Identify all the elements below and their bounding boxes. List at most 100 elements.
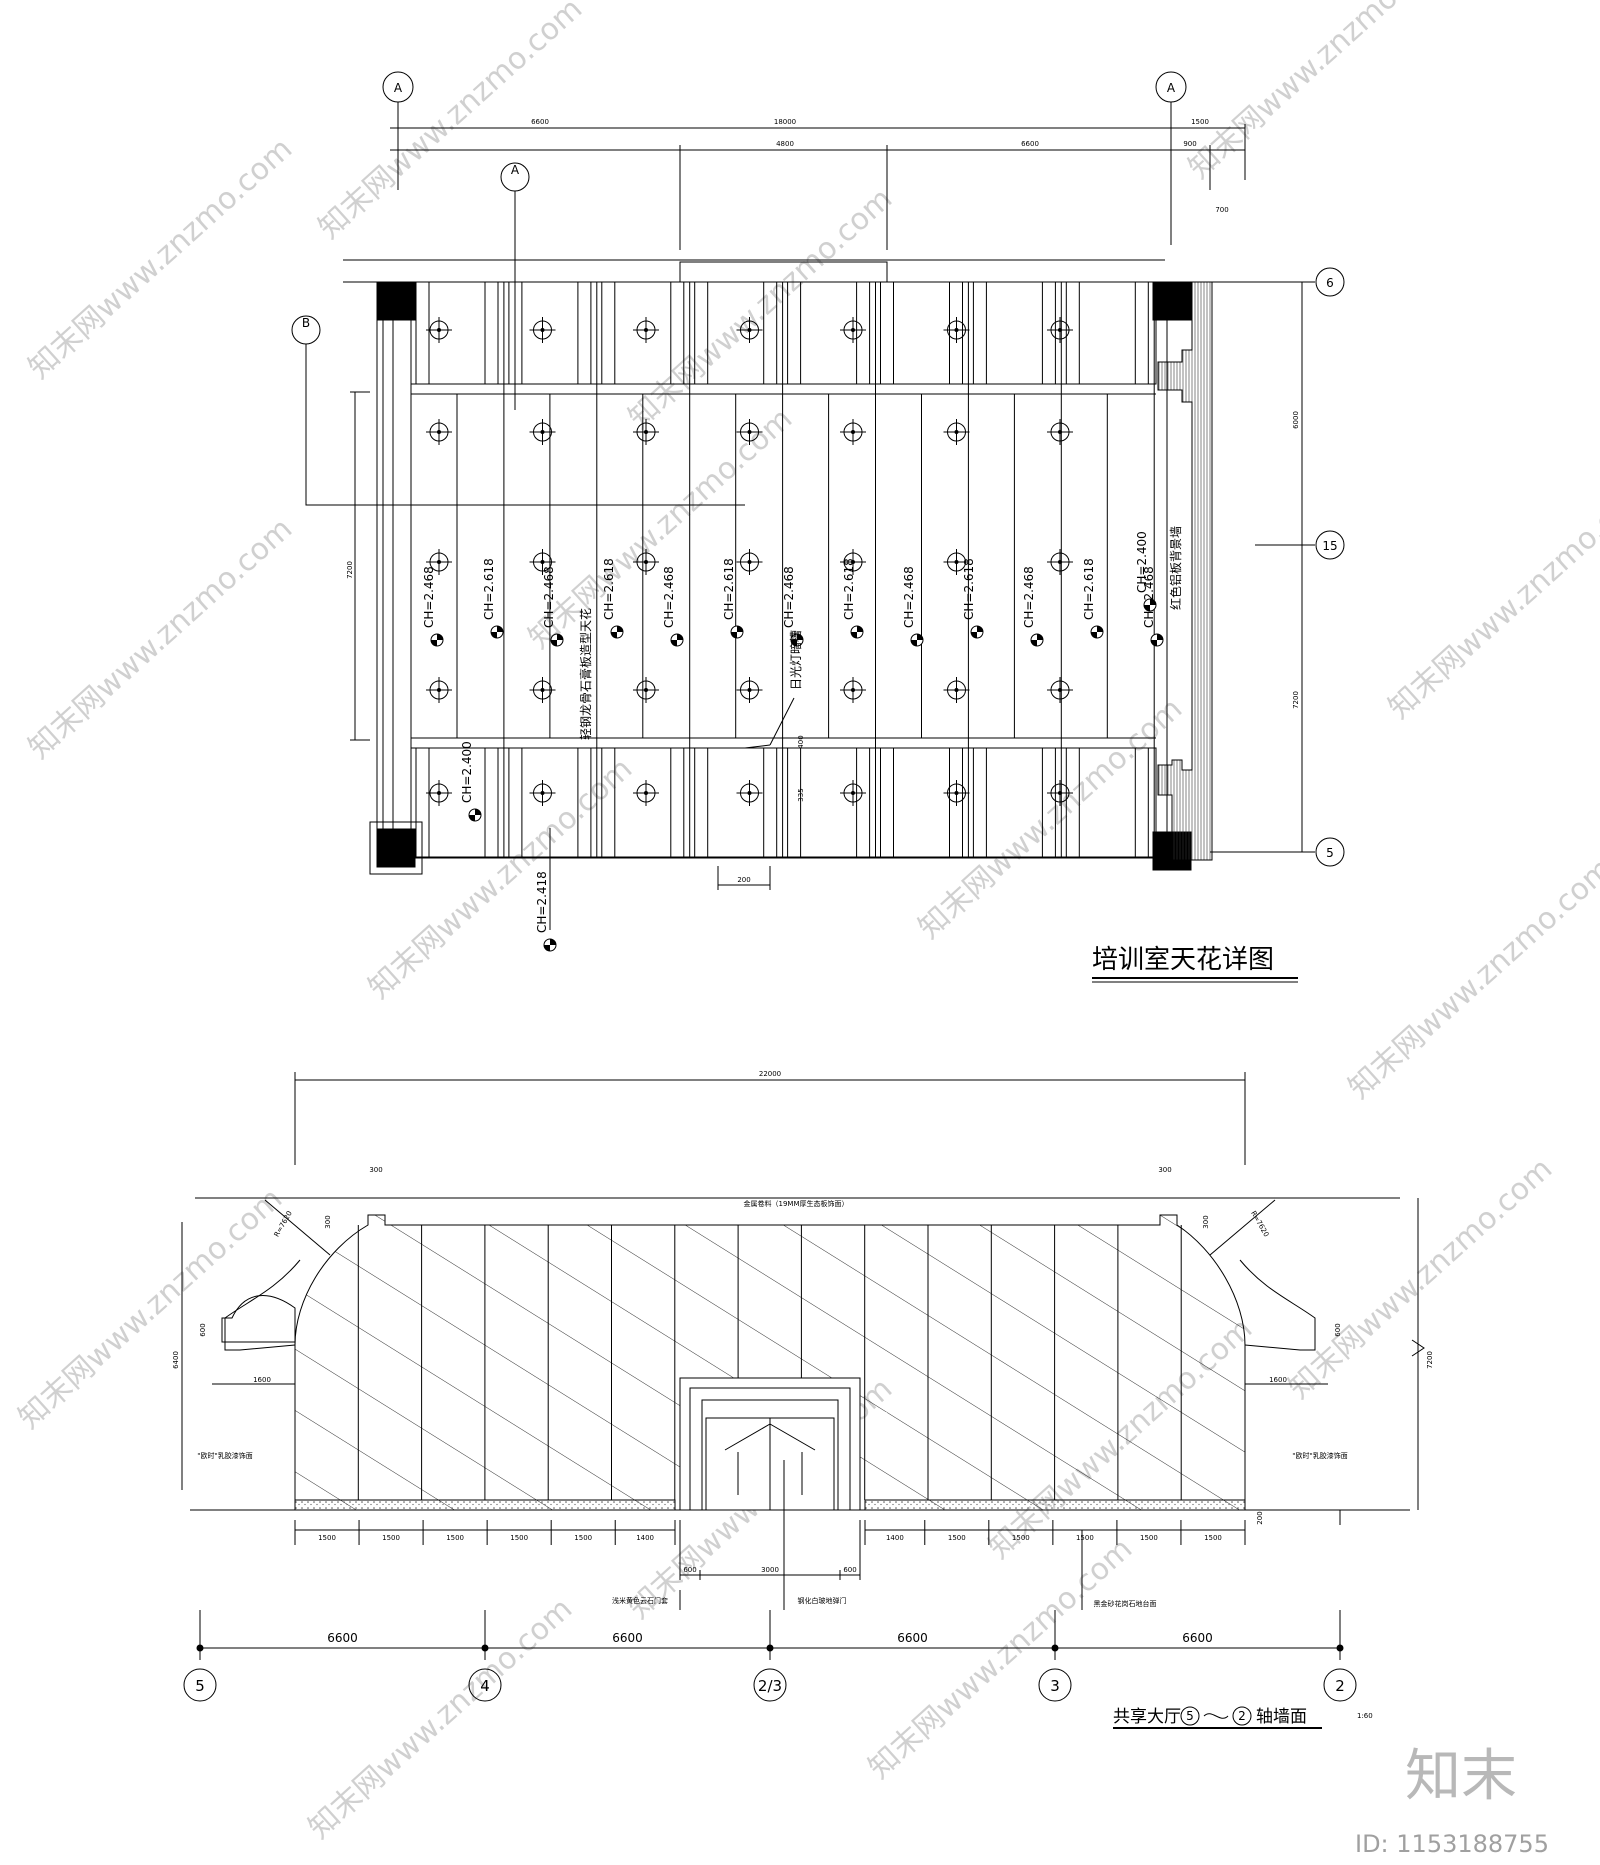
- dim-6600: 6600: [531, 118, 549, 126]
- watermark-text: 知末网www.znzmo.com: [522, 401, 799, 656]
- column-base-bottom-left: [369, 821, 423, 875]
- lamp-icon: [633, 780, 659, 806]
- ch-marker: CH=2.618: [722, 558, 744, 639]
- axis-number: 5: [195, 1677, 205, 1695]
- elevation-scale: 1:60: [1357, 1712, 1373, 1720]
- bay-dim: 1500: [574, 1534, 592, 1542]
- lamp-icon: [529, 419, 556, 445]
- watermark-text: 知末网www.znzmo.com: [1382, 471, 1600, 726]
- ch-label: CH=2.418: [535, 871, 549, 933]
- note-right-paint: "欧时"乳胶漆饰面: [1292, 1451, 1347, 1460]
- watermark-text: 知末网www.znzmo.com: [22, 131, 299, 386]
- lamp-icon: [633, 549, 659, 575]
- section-label-b: B: [302, 316, 310, 330]
- ch-label: CH=2.468: [422, 566, 436, 628]
- lamp-icon: [840, 549, 866, 575]
- lamp-icon: [736, 317, 763, 343]
- wall-elevation: [181, 1072, 1425, 1729]
- axis-number: 3: [1050, 1677, 1060, 1695]
- dim-4800: 4800: [776, 140, 794, 148]
- ch-marker: CH=2.400: [1135, 531, 1157, 612]
- dim-600-right: 600: [1334, 1323, 1342, 1336]
- dim-300-right-v: 300: [1202, 1215, 1210, 1228]
- lamp-icon: [736, 677, 763, 703]
- drawing-id: ID: 1153188755: [1355, 1830, 1549, 1858]
- lamp-icon: [943, 677, 970, 703]
- ch-label: CH=2.618: [1082, 558, 1096, 620]
- axis-number: 4: [480, 1677, 490, 1695]
- watermark-text: 知末网www.znzmo.com: [12, 1181, 289, 1436]
- dim-900: 900: [1183, 140, 1196, 148]
- lamps: [426, 317, 1073, 806]
- title-axis-from-bubble: [1180, 1706, 1200, 1726]
- dim-1500: 1500: [1191, 118, 1209, 126]
- ch-label: CH=2.618: [962, 558, 976, 620]
- lamp-icon: [840, 677, 866, 703]
- elevation-title-prefix: 共享大厅: [1113, 1707, 1181, 1727]
- axis-label-6: 6: [1326, 276, 1334, 290]
- bay-dim: 1500: [382, 1534, 400, 1542]
- ch-label: CH=2.468: [1142, 566, 1156, 628]
- axis-marks: [183, 1610, 1357, 1702]
- ch-marker: CH=2.468: [782, 566, 804, 647]
- watermark-text: 知末网www.znzmo.com: [1342, 851, 1600, 1106]
- lamp-icon: [426, 549, 452, 575]
- bay-dim: 1500: [1012, 1534, 1030, 1542]
- lamp-icon: [633, 677, 659, 703]
- ch-label: CH=2.468: [662, 566, 676, 628]
- watermark-text: 知末网www.znzmo.com: [912, 691, 1189, 946]
- lamp-icon: [426, 780, 452, 806]
- axis-label-a-left: A: [394, 81, 403, 95]
- ch-label: CH=2.468: [902, 566, 916, 628]
- ceiling-panels: [415, 281, 1155, 859]
- watermark-text: 知末网www.znzmo.com: [302, 1591, 579, 1846]
- watermark-text: 知末网www.znzmo.com: [22, 511, 299, 766]
- watermark-text: 知末网www.znzmo.com: [862, 1531, 1139, 1786]
- title-axis-to: 2: [1238, 1709, 1246, 1723]
- note-top-material: 金属卷料（19MM厚生态板饰面）: [744, 1199, 849, 1208]
- axis-number: 2: [1335, 1677, 1345, 1695]
- bay-dim: 1500: [1204, 1534, 1222, 1542]
- dim-300-left-v: 300: [324, 1215, 332, 1228]
- axis-number: 2/3: [758, 1677, 782, 1695]
- dim-door-3000: 3000: [761, 1566, 779, 1574]
- lamp-icon: [840, 317, 866, 343]
- column-top-left: [376, 281, 416, 321]
- lamp-icon: [736, 549, 763, 575]
- dim-6000: 6000: [1292, 411, 1300, 429]
- bay-dim: 1400: [886, 1534, 904, 1542]
- lamp-icon: [840, 419, 866, 445]
- ch-marker: CH=2.618: [602, 558, 624, 639]
- dim-6600b: 6600: [1021, 140, 1039, 148]
- ch-label: CH=2.618: [722, 558, 736, 620]
- bay-dim: 1400: [636, 1534, 654, 1542]
- dim-600-a: 600: [683, 1566, 696, 1574]
- radius-right: R=7620: [1249, 1210, 1270, 1239]
- dim-400: 400: [797, 735, 805, 748]
- lamp-icon: [943, 780, 970, 806]
- ch-marker: CH=2.468: [542, 566, 564, 647]
- bay-dim: 1500: [948, 1534, 966, 1542]
- dim-200: 200: [1256, 1511, 1264, 1524]
- title-axis-to-bubble: [1232, 1706, 1252, 1726]
- granite-base-left: [294, 1499, 676, 1511]
- axis-bubble: [1038, 1668, 1072, 1702]
- axis-label-5: 5: [1326, 846, 1334, 860]
- dim-600-left: 600: [199, 1323, 207, 1336]
- column-top-right: [1152, 281, 1192, 321]
- ceiling-plan: CH=2.468 CH=2.618 CH=2.468 CH=2.618 CH=2.468…: [291, 71, 1345, 983]
- hatched-wall: [294, 1214, 1246, 1511]
- ch-label: CH=2.400: [460, 741, 474, 803]
- lamp-icon: [943, 549, 970, 575]
- dim-1600-right: 1600: [1269, 1376, 1287, 1384]
- elevation-title-suffix: 轴墙面: [1256, 1707, 1307, 1727]
- lamp-icon: [529, 780, 556, 806]
- brand-logo-text: 知末: [1405, 1744, 1517, 1809]
- red-aluminum-feature-wall: [1157, 281, 1213, 861]
- note-left-paint: "欧时"乳胶漆饰面: [197, 1451, 252, 1460]
- axis-span-dim: 6600: [897, 1631, 928, 1645]
- ch-marker: CH=2.468: [662, 566, 684, 647]
- height-7200: 7200: [1426, 1351, 1434, 1369]
